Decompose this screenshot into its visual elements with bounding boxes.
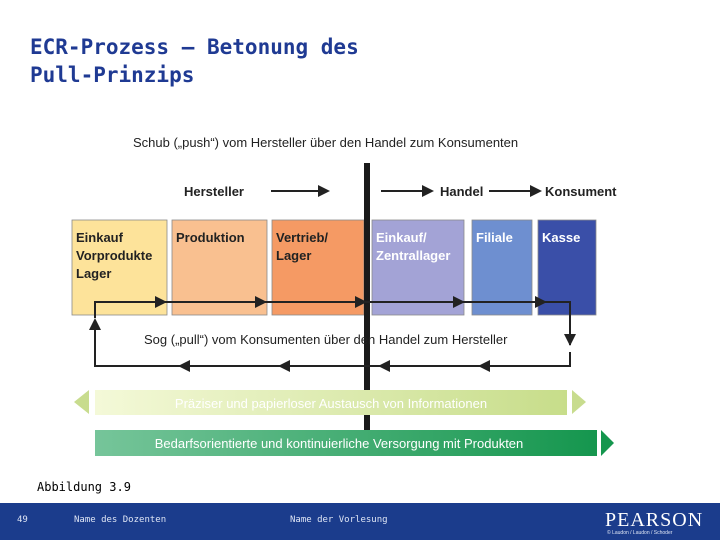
pull-arrowheads: [89, 318, 490, 372]
process-box-5: [471, 219, 533, 316]
footer-bar: 49 Name des Dozenten Name der Vorlesung …: [0, 503, 720, 540]
process-box-4: [371, 219, 465, 316]
flow-label-handel: Handel: [440, 184, 483, 199]
push-label: Schub („push“) vom Hersteller über den H…: [133, 135, 518, 150]
info-exchange-band: [74, 390, 586, 415]
process-box-label: Lager: [76, 266, 111, 281]
figure-caption: Abbildung 3.9: [37, 480, 131, 494]
push-arrowheads: [155, 296, 576, 346]
supply-band: [95, 430, 614, 456]
pearson-logo: PEARSON: [605, 509, 704, 531]
slide-title: ECR-Prozess – Betonung des Pull-Prinzips: [30, 35, 359, 87]
flow-arrow-1: [271, 185, 330, 197]
central-divider: [364, 163, 370, 455]
supply-band-label: Bedarfsorientierte und kontinuierliche V…: [155, 436, 524, 451]
lecturer-name: Name des Dozenten: [74, 515, 167, 525]
push-loop-arrows: [94, 301, 571, 345]
process-box-label: Filiale: [476, 230, 513, 245]
process-box-6: [537, 219, 597, 316]
copyright-text: © Laudon / Laudon / Schoder: [607, 530, 673, 536]
process-box-2: [171, 219, 268, 316]
process-box-label: Kasse: [542, 230, 580, 245]
pull-loop-arrows: [94, 330, 571, 367]
lecture-name: Name der Vorlesung: [290, 515, 388, 525]
flow-arrow-2: [381, 185, 434, 197]
info-band-label: Präziser und papierloser Austausch von I…: [175, 396, 487, 411]
process-box-label: Lager: [276, 248, 311, 263]
process-box-1: [71, 219, 168, 316]
process-box-label: Produktion: [176, 230, 245, 245]
pull-label: Sog („pull“) vom Konsumenten über den Ha…: [144, 332, 508, 347]
flow-arrow-3: [489, 185, 542, 197]
flow-label-konsument: Konsument: [545, 184, 617, 199]
flow-label-hersteller: Hersteller: [184, 184, 244, 199]
process-box-label: Vorprodukte: [76, 248, 152, 263]
process-box-label: Einkauf: [76, 230, 124, 245]
process-box-label: Einkauf/: [376, 230, 427, 245]
process-box-label: Vertrieb/: [276, 230, 328, 245]
process-box-label: Zentrallager: [376, 248, 450, 263]
page-number: 49: [17, 515, 28, 525]
